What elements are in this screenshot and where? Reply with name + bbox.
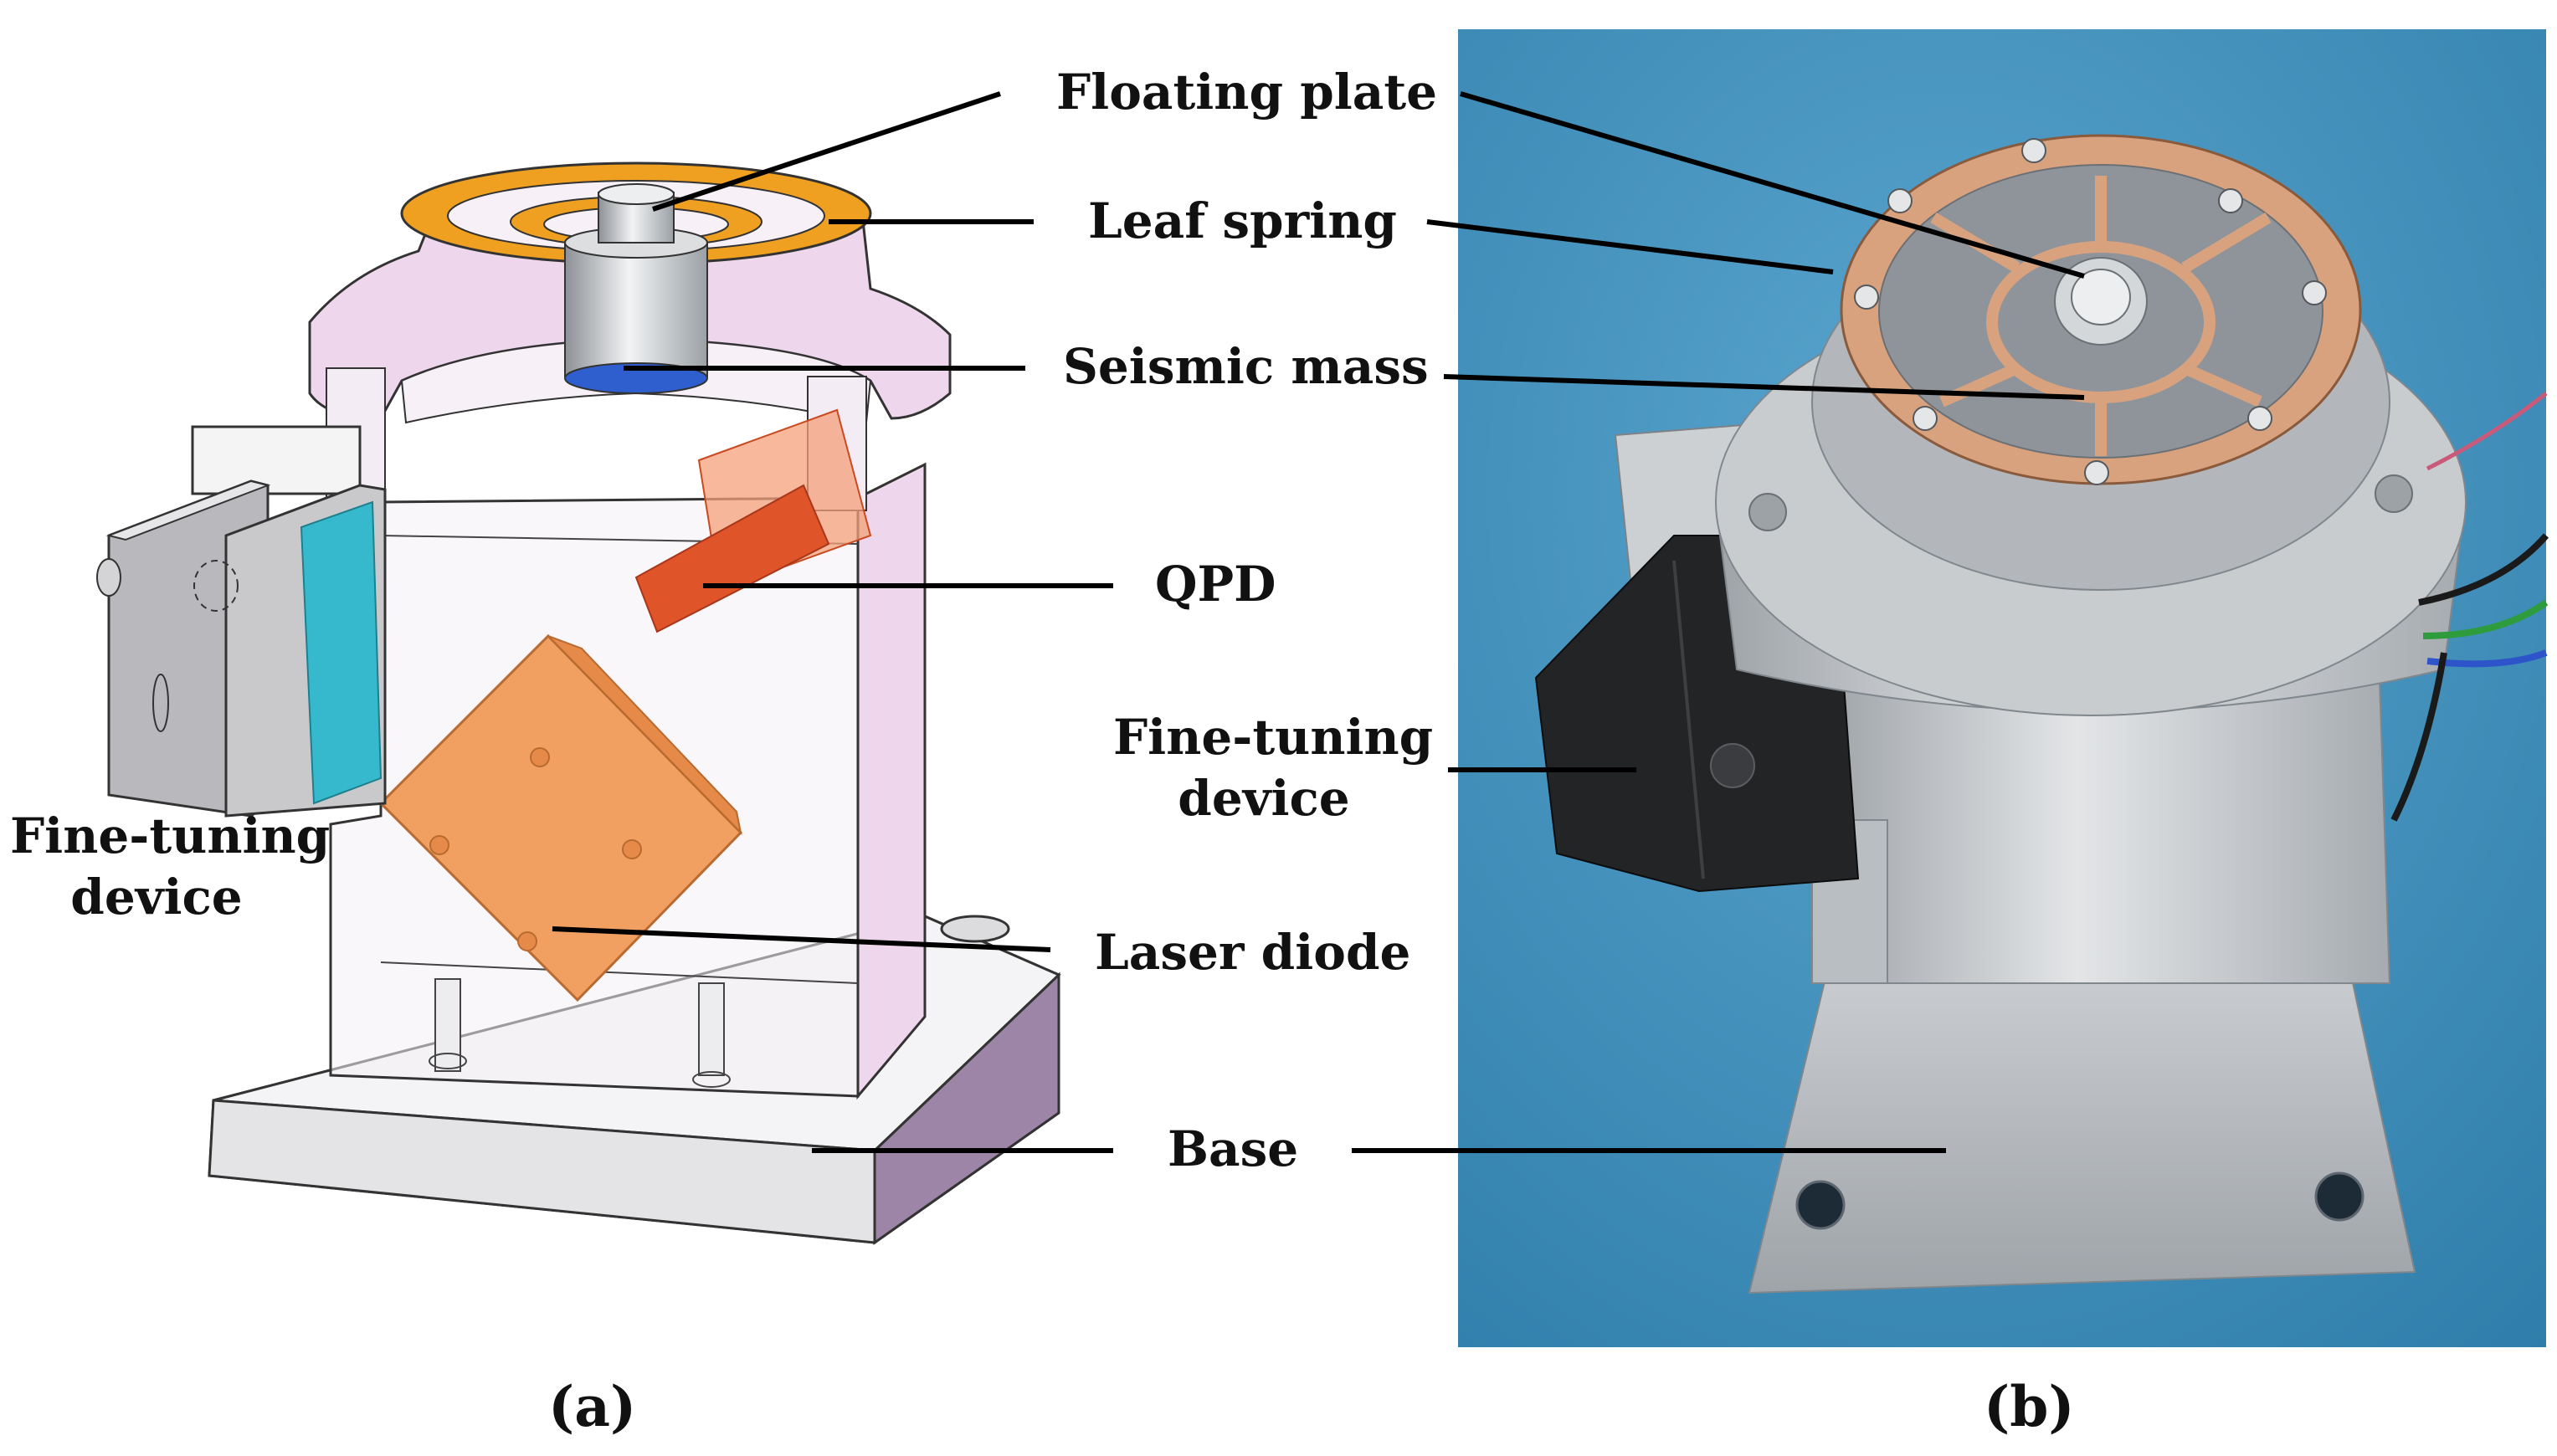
label-qpd: QPD: [1155, 556, 1276, 613]
label-seismic-mass: Seismic mass: [1063, 338, 1429, 395]
caption-a: (a): [548, 1374, 637, 1439]
label-fine-tuning-a-line1: Fine-tuning: [10, 807, 331, 864]
caption-b: (b): [1984, 1374, 2075, 1439]
panel-b-photo: [1352, 29, 2549, 1347]
photo-cables: [2390, 392, 2549, 822]
label-base: Base: [1168, 1120, 1299, 1177]
label-fine-tuning-a-line2: device: [70, 868, 243, 925]
seismic-mass: [564, 183, 708, 394]
leader-lines-a: [552, 91, 1113, 1153]
qpd: [634, 408, 872, 633]
label-fine-tuning-device-b: Fine-tuning device: [1113, 707, 1434, 828]
label-laser-diode: Laser diode: [1095, 924, 1411, 981]
photo-leaf-spring: [1840, 134, 2362, 485]
panel-a-drawing: [96, 91, 1113, 1245]
label-leaf-spring: Leaf spring: [1088, 192, 1397, 249]
label-fine-tuning-b-line2: device: [1178, 769, 1350, 827]
fine-tuning-device-a: [96, 425, 387, 818]
laser-diode: [378, 633, 743, 1002]
leader-lines-b: [1352, 91, 2085, 1153]
label-floating-plate: Floating plate: [1056, 64, 1438, 120]
label-fine-tuning-device-a: Fine-tuning device: [10, 806, 331, 927]
label-fine-tuning-b-line1: Fine-tuning: [1113, 709, 1434, 766]
